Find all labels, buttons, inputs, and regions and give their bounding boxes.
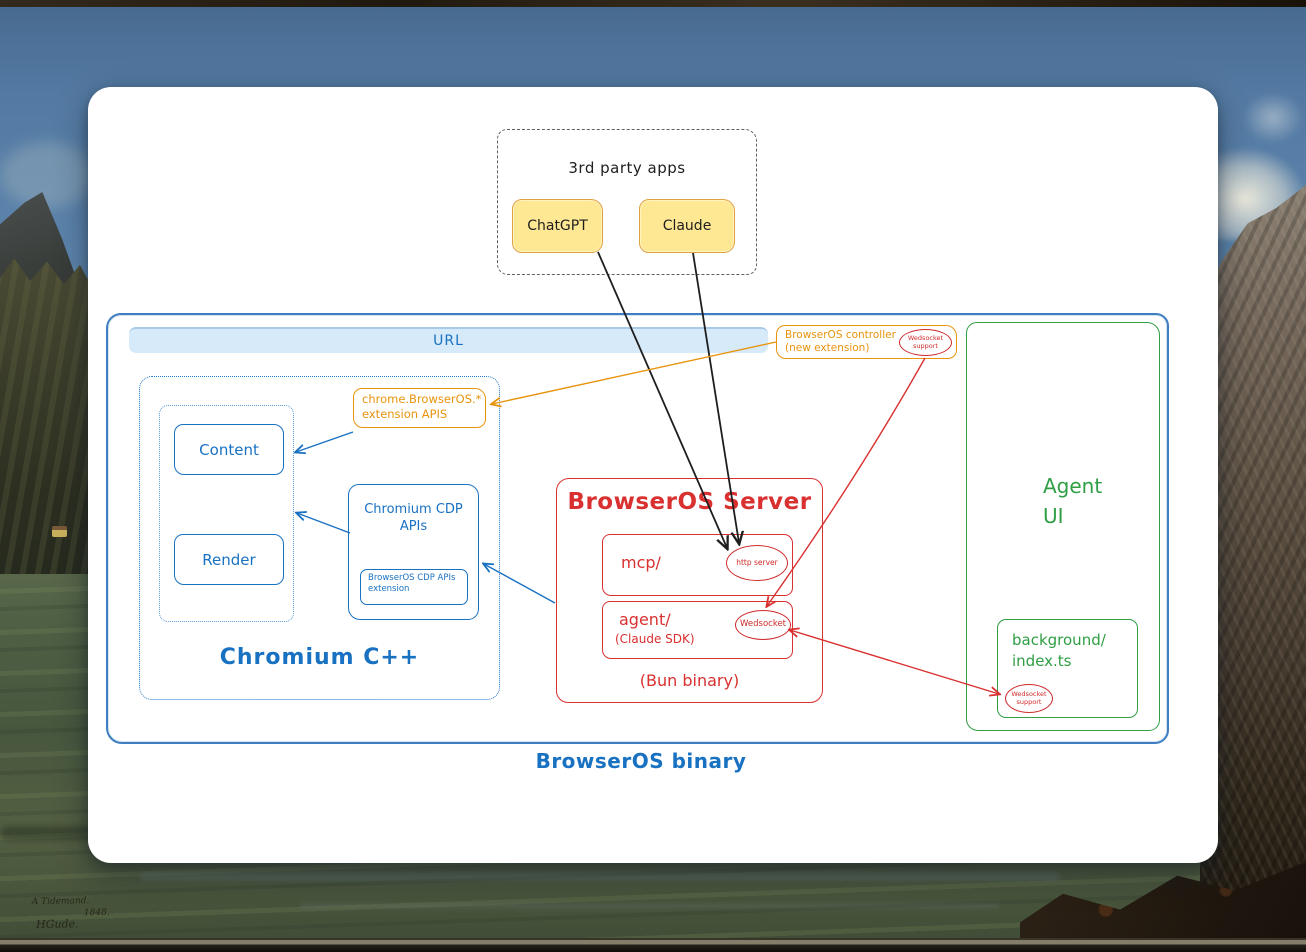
agent-label: agent/ (619, 610, 671, 629)
chromium-processes-box: Content Render (159, 405, 294, 622)
painting-boathouse (52, 526, 67, 537)
browseros-binary-label: BrowserOS binary (535, 749, 747, 773)
third-party-apps-title: 3rd party apps (568, 159, 686, 177)
diagram-card: 3rd party apps ChatGPT Claude BrowserOS … (88, 87, 1218, 863)
websocket-support-badge: Wedsocket support (899, 329, 952, 356)
agent-ui-box: Agent UI background/ index.ts Wedsocket … (966, 322, 1160, 731)
cdp-extension-box: BrowserOS CDP APIs extension (360, 569, 468, 605)
http-server-badge: http server (726, 545, 788, 581)
painting-frame-bottom (0, 938, 1306, 952)
signature-year: 1848. (83, 907, 110, 919)
content-node: Content (174, 424, 284, 475)
painting-haze (0, 142, 94, 208)
controller-label-line2: (new extension) (785, 342, 870, 354)
third-party-apps-box: 3rd party apps ChatGPT Claude (497, 129, 757, 275)
claude-sdk-label: (Claude SDK) (615, 632, 695, 646)
chrome-extension-api-box: chrome.BrowserOS.* extension APIS (353, 388, 486, 428)
chromium-cdp-apis-box: Chromium CDP APIs BrowserOS CDP APIs ext… (348, 484, 479, 620)
websocket-badge: Wedsocket (735, 610, 791, 640)
websocket-support-badge: Wedsocket support (1005, 684, 1053, 713)
painting-water-streak (140, 872, 1060, 881)
render-node: Render (174, 534, 284, 585)
bun-binary-label: (Bun binary) (639, 671, 740, 690)
background-index-label: background/ index.ts (1012, 631, 1106, 670)
agent-box: agent/ (Claude SDK) Wedsocket (602, 601, 793, 659)
signature-artist: A Tidemand. (31, 896, 90, 908)
agent-ui-title: Agent UI (1043, 474, 1103, 528)
mcp-label: mcp/ (621, 553, 661, 572)
browseros-server-title: BrowserOS Server (567, 489, 812, 515)
chatgpt-node: ChatGPT (512, 199, 603, 253)
cloud-icon (1242, 92, 1304, 144)
mcp-box: mcp/ http server (602, 534, 793, 596)
cdp-apis-title: Chromium CDP APIs (364, 502, 463, 534)
browseros-server-box: BrowserOS Server mcp/ http server agent/… (556, 478, 823, 703)
background-index-box: background/ index.ts Wedsocket support (997, 619, 1138, 718)
chromium-cpp-box: Content Render Chromium CDP APIs Browser… (139, 376, 500, 700)
signature-artist2: HGude. (35, 917, 79, 932)
claude-node: Claude (639, 199, 735, 253)
url-bar: URL (129, 327, 768, 353)
painting-frame-top (0, 0, 1306, 7)
browseros-controller-box: BrowserOS controller (new extension) Wed… (776, 325, 957, 359)
chromium-cpp-label: Chromium C++ (219, 645, 420, 670)
url-bar-label: URL (433, 333, 464, 349)
painting-water-streak (300, 903, 1000, 909)
painting-left-forest (0, 258, 94, 574)
controller-label-line1: BrowserOS controller (785, 329, 896, 341)
painting-signature: A Tidemand. 1848. HGude. (32, 895, 163, 943)
